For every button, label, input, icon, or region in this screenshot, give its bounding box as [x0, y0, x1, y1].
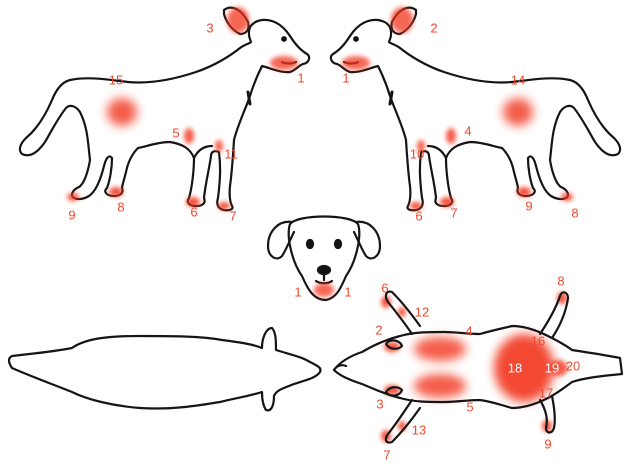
right-dog-outline: [331, 20, 620, 210]
right-dog-label-front-paw-far: 7: [450, 207, 457, 220]
right-muzzle-highlight: [342, 56, 370, 70]
face-nose: [318, 266, 330, 274]
right-elbow-highlight: [446, 128, 456, 144]
face-eye-left: [307, 240, 313, 248]
top-label-hind-paw-right: 9: [544, 438, 551, 451]
left-dog-label-front-paw: 6: [190, 206, 197, 219]
left-hindpaw-near-highlight: [109, 187, 123, 197]
left-dog-outline: [20, 20, 309, 210]
right-dog-label-carpus: 10: [410, 148, 424, 161]
top-view-blank-outline: [9, 328, 321, 410]
top-label-elbow-front-right: 13: [412, 424, 426, 437]
left-hindpaw-far-highlight: [67, 193, 79, 201]
left-ear-highlight: [227, 7, 249, 33]
face-mouth: [316, 274, 332, 283]
top-label-elbow-front-left: 12: [415, 306, 429, 319]
top-label-pelvis: 18: [508, 362, 522, 375]
right-dog-label-flank: 14: [511, 74, 525, 87]
right-dog-eye: [354, 37, 358, 41]
left-dog-label-front-paw-far: 7: [229, 210, 236, 223]
face-chin-highlight: [314, 283, 334, 297]
top-chest-lower-highlight: [414, 374, 466, 398]
right-hindpaw-far-highlight: [561, 193, 573, 201]
right-dog-label-muzzle: 1: [342, 72, 349, 85]
top-label-ear-right: 3: [376, 398, 383, 411]
left-dog-label-hind-paw-near: 8: [117, 201, 124, 214]
top-label-chest-right: 5: [466, 401, 473, 414]
top-chest-upper-highlight: [414, 337, 466, 361]
left-dog-label-hind-paw: 9: [68, 209, 75, 222]
left-dog-highlights: [67, 7, 298, 210]
top-label-hip-right: 17: [539, 387, 553, 400]
left-carpus-highlight: [215, 140, 223, 152]
left-flank-highlight: [107, 98, 137, 126]
right-dog-label-elbow: 4: [464, 125, 471, 138]
right-flank-highlight: [503, 98, 533, 126]
right-dog-label-ear: 2: [430, 22, 437, 35]
right-dog-neck-mark: [390, 92, 392, 104]
right-dog-label-front-paw: 6: [415, 210, 422, 223]
top-label-tail: 20: [566, 360, 580, 373]
left-dog-side-view: [20, 8, 309, 211]
top-label-hind-paw-left: 8: [557, 275, 564, 288]
top-label-chest-left: 4: [465, 325, 472, 338]
left-dog-leg-line: [194, 146, 212, 158]
top-view-blank: [9, 328, 321, 410]
right-dog-side-view: [331, 7, 620, 210]
left-frontpaw-far-highlight: [218, 202, 230, 210]
face-label-left: 1: [294, 286, 301, 299]
top-label-paw-front-right: 7: [383, 449, 390, 462]
left-elbow-highlight: [184, 128, 194, 144]
left-dog-label-elbow: 5: [172, 127, 179, 140]
face-label-right: 1: [344, 286, 351, 299]
right-dog-label-hind-paw-far: 8: [571, 207, 578, 220]
top-label-tail-base: 19: [545, 362, 559, 375]
left-dog-eye: [282, 37, 286, 41]
left-dog-label-ear: 3: [206, 22, 213, 35]
top-label-paw-front-left: 6: [381, 282, 388, 295]
left-dog-label-muzzle: 1: [297, 72, 304, 85]
right-dog-label-hind-paw: 9: [525, 200, 532, 213]
right-hindpaw-near-highlight: [517, 187, 531, 197]
top-label-hip-left: 16: [531, 335, 545, 348]
face-eye-right: [335, 240, 341, 248]
left-dog-label-flank: 15: [109, 74, 123, 87]
left-dog-neck-mark: [248, 92, 250, 104]
left-muzzle-highlight: [270, 56, 298, 70]
right-ear-highlight: [391, 7, 413, 33]
right-dog-leg-line: [428, 146, 446, 158]
top-label-ear-left: 2: [375, 324, 382, 337]
left-dog-label-carpus: 11: [224, 148, 238, 161]
